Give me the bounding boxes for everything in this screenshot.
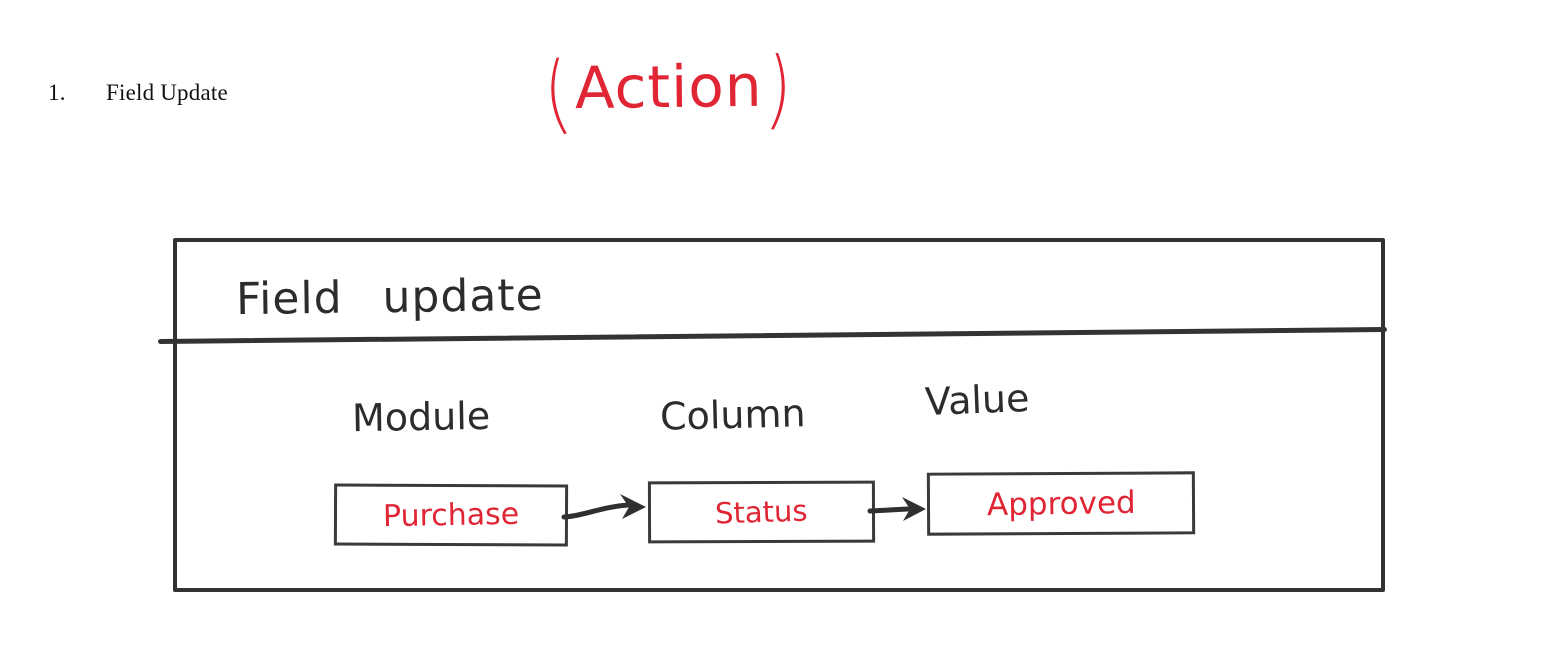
numbered-list-item: 1. Field Update (48, 80, 228, 106)
diagram-container (173, 238, 1385, 592)
diagram-title: Field update (236, 270, 544, 325)
annotation-open-paren: ( (539, 42, 576, 147)
node-label-value: Approved (986, 484, 1136, 523)
column-heading-module: Module (351, 393, 491, 441)
column-heading-value: Value (924, 376, 1031, 424)
annotation-text: Action (574, 51, 763, 123)
annotation-close-paren: ) (763, 38, 796, 142)
title-spacer (343, 312, 383, 313)
node-box-module[interactable]: Purchase (333, 483, 569, 547)
node-box-value[interactable]: Approved (926, 471, 1196, 536)
list-item-number: 1. (48, 80, 66, 105)
node-label-module: Purchase (382, 496, 520, 534)
column-heading-column: Column (659, 391, 807, 439)
node-label-column: Status (714, 493, 809, 531)
connector-arrow-module-to-column (561, 494, 646, 520)
diagram-title-word-2: update (382, 269, 544, 324)
connector-arrow-column-to-value (867, 497, 926, 521)
node-box-column[interactable]: Status (647, 480, 876, 544)
list-item-label: Field Update (106, 80, 228, 105)
diagram-title-word-1: Field (235, 272, 343, 326)
action-annotation: (Action) (539, 38, 798, 147)
